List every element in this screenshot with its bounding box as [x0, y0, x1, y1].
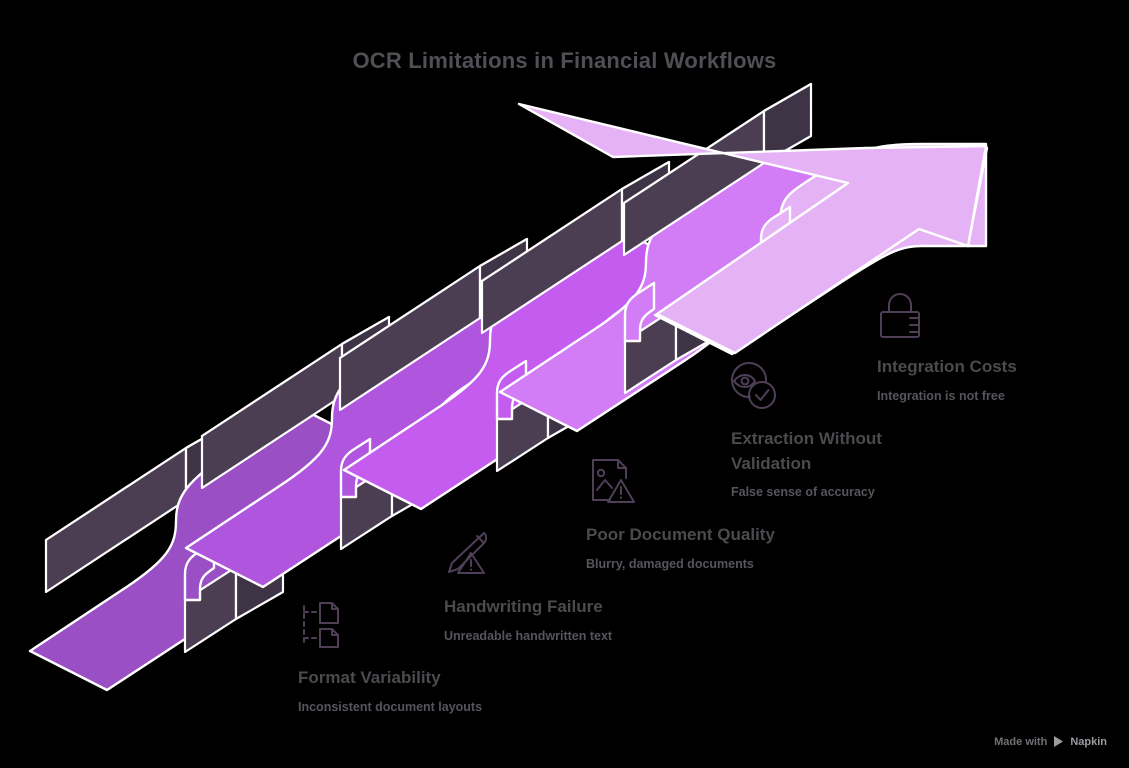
- pillar-bar-9-back: [622, 82, 813, 257]
- step-label-poor-document-quality: Poor Document Quality Blurry, damaged do…: [586, 523, 775, 571]
- step-description: Blurry, damaged documents: [586, 556, 754, 571]
- search-check-icon: [731, 362, 776, 409]
- step-label-handwriting-failure: Handwriting Failure Unreadable handwritt…: [444, 595, 612, 643]
- step-title: Poor Document Quality: [586, 525, 775, 544]
- ribbon-tab-4: [623, 281, 656, 343]
- step-title: Integration Costs: [877, 357, 1017, 376]
- documents-branch-icon: [303, 602, 339, 648]
- watermark-prefix: Made with: [994, 735, 1048, 748]
- step-label-integration-costs: Integration Costs Integration is not fre…: [877, 355, 1017, 403]
- arrow-head-icon: [517, 102, 988, 355]
- napkin-play-icon: [1054, 736, 1064, 747]
- step-title: Format Variability: [298, 668, 441, 687]
- step-title: Extraction Without Validation: [731, 429, 882, 473]
- step-title: Handwriting Failure: [444, 597, 603, 616]
- step-label-format-variability: Format Variability Inconsistent document…: [298, 666, 482, 714]
- napkin-watermark[interactable]: Made with Napkin: [994, 735, 1107, 748]
- pen-warning-icon: [448, 532, 488, 574]
- step-description: False sense of accuracy: [731, 485, 875, 500]
- step-description: Unreadable handwritten text: [444, 628, 613, 643]
- image-document-warning-icon: [592, 459, 635, 503]
- step-label-extraction-without-validation: Extraction Without Validation False sens…: [731, 427, 882, 499]
- step-description: Integration is not free: [877, 388, 1005, 403]
- watermark-brand: Napkin: [1070, 735, 1107, 748]
- lock-icon: [880, 293, 920, 338]
- page-title: OCR Limitations in Financial Workflows: [352, 48, 777, 73]
- step-description: Inconsistent document layouts: [298, 699, 483, 714]
